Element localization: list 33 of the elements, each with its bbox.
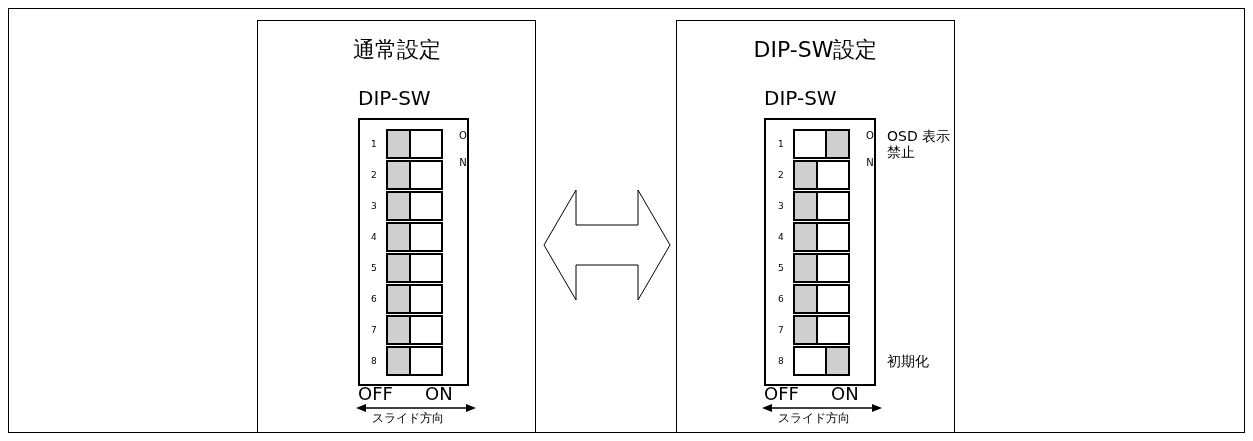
setting-panel: [257, 20, 536, 433]
direction-text: スライド方向: [372, 412, 444, 426]
switch-number: 5: [778, 263, 784, 274]
switch-number: 8: [778, 356, 784, 367]
switch-number: 6: [778, 294, 784, 305]
panel-title: DIP-SW設定: [752, 37, 879, 63]
switch-number: 4: [778, 232, 784, 243]
panel-title: 通常設定: [351, 37, 442, 63]
switch-number: 7: [371, 325, 377, 336]
setting-panel: [676, 20, 955, 433]
off-label: OFF: [764, 384, 799, 405]
switch-note: 初期化: [887, 352, 930, 370]
switch-number: 1: [778, 139, 784, 150]
switch-number: 1: [371, 139, 377, 150]
on-label: ON: [425, 384, 453, 405]
switch-number: 2: [778, 170, 784, 181]
double-arrow: [543, 189, 671, 301]
on-mark: ON: [457, 130, 469, 184]
on-mark: ON: [864, 130, 876, 184]
switch-name: DIP-SW: [358, 87, 431, 110]
off-label: OFF: [358, 384, 393, 405]
switch-name: DIP-SW: [764, 87, 837, 110]
switch-number: 7: [778, 325, 784, 336]
switch-number: 4: [371, 232, 377, 243]
switch-number: 2: [371, 170, 377, 181]
switch-number: 8: [371, 356, 377, 367]
switch-number: 6: [371, 294, 377, 305]
switch-number: 3: [371, 201, 377, 212]
switch-number: 5: [371, 263, 377, 274]
on-label: ON: [831, 384, 859, 405]
direction-text: スライド方向: [778, 412, 850, 426]
switch-note: OSD 表示禁止: [887, 127, 952, 161]
switch-number: 3: [778, 201, 784, 212]
